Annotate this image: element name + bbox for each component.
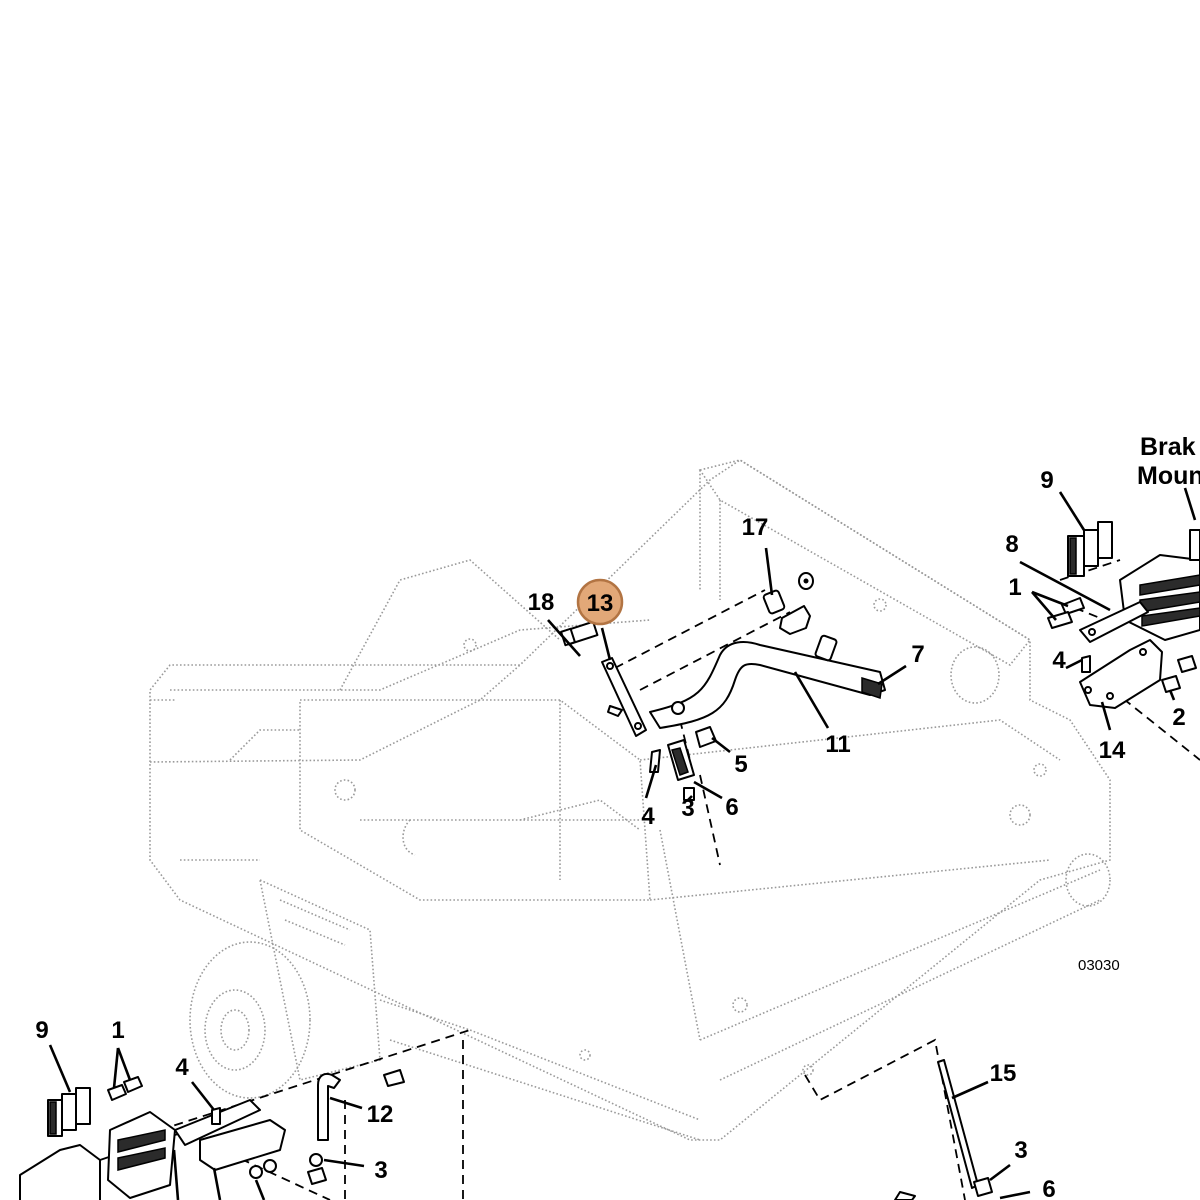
leader-lines bbox=[48, 487, 1197, 1200]
callout-7: 7 bbox=[911, 641, 924, 668]
callout-4: 4 bbox=[641, 803, 655, 830]
callout-12: 12 bbox=[367, 1101, 394, 1128]
callout-2: 2 bbox=[1172, 704, 1185, 731]
callout-9-left: 9 bbox=[35, 1017, 48, 1044]
brake-pads-9 bbox=[1067, 521, 1113, 577]
brake-assembly-left bbox=[19, 1069, 405, 1200]
callout-9-right: 9 bbox=[1040, 467, 1053, 494]
bracket-14 bbox=[1079, 639, 1163, 709]
figure-reference: 03030 bbox=[1078, 957, 1120, 974]
section-title: Brak Moun bbox=[1137, 433, 1200, 490]
callout-1-left: 1 bbox=[111, 1017, 124, 1044]
callout-4-left: 4 bbox=[175, 1054, 189, 1081]
callout-3-bottom: 3 bbox=[1014, 1137, 1027, 1164]
highlighted-callout-13[interactable]: 13 bbox=[576, 578, 624, 626]
rod-15 bbox=[894, 1059, 993, 1200]
caliper-left bbox=[107, 1111, 176, 1199]
callout-8: 8 bbox=[1005, 531, 1018, 558]
callout-3-left: 3 bbox=[374, 1157, 387, 1184]
callout-6-bottom: 6 bbox=[1042, 1176, 1055, 1200]
callout-14: 14 bbox=[1099, 737, 1126, 764]
bushing-17 bbox=[762, 572, 814, 615]
section-title-line2: Moun bbox=[1137, 462, 1200, 490]
callout-6: 6 bbox=[725, 794, 738, 821]
chassis-frame bbox=[149, 459, 1111, 1141]
highlight-circle bbox=[576, 578, 624, 626]
brake-pads-9-left bbox=[47, 1087, 91, 1137]
link-bar-13 bbox=[601, 657, 647, 737]
callout-17: 17 bbox=[742, 514, 769, 541]
callout-13-label: 13 bbox=[587, 590, 614, 617]
callout-18: 18 bbox=[528, 589, 555, 616]
callout-4-right: 4 bbox=[1052, 647, 1066, 674]
assembly-lines bbox=[99, 559, 1200, 1200]
callout-3: 3 bbox=[681, 795, 694, 822]
bolts-1-right bbox=[1047, 597, 1085, 629]
callout-15: 15 bbox=[990, 1060, 1017, 1087]
arm-11 bbox=[649, 641, 886, 729]
callout-5: 5 bbox=[734, 751, 747, 778]
linkage-assembly bbox=[560, 572, 886, 801]
callout-labels: 17 18 7 11 5 6 4 3 9 8 1 4 2 14 9 1 4 12… bbox=[35, 467, 1185, 1200]
caliper-8 bbox=[1119, 529, 1200, 641]
spring-bracket-6 bbox=[667, 739, 695, 801]
section-title-line1: Brak bbox=[1140, 433, 1196, 461]
callout-1-right: 1 bbox=[1008, 574, 1021, 601]
callout-11: 11 bbox=[825, 731, 850, 758]
brake-assembly-right bbox=[1047, 521, 1200, 709]
